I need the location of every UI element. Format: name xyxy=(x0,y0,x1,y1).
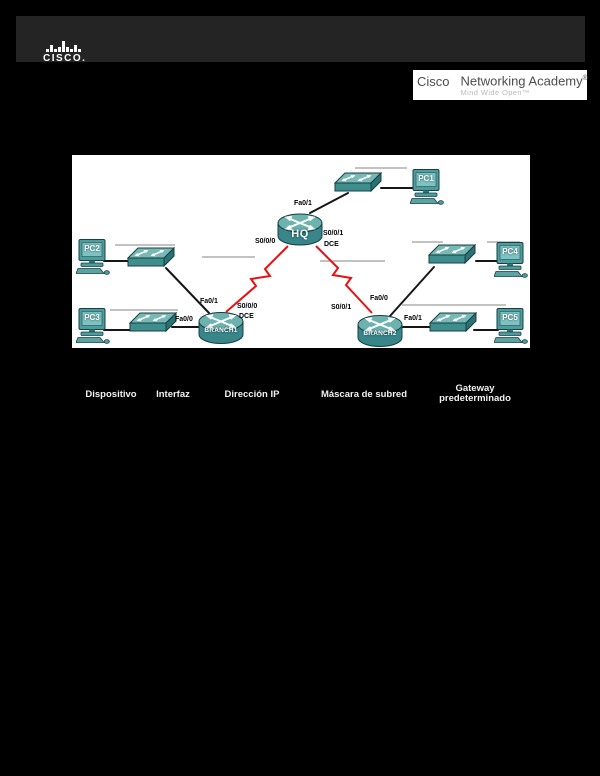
switch-icon xyxy=(428,244,476,270)
label-hq-s001-dce: DCE xyxy=(324,241,339,248)
pc3: PC3 xyxy=(76,308,110,344)
pc2: PC2 xyxy=(76,239,110,275)
switch-icon xyxy=(127,247,175,273)
pc-icon xyxy=(494,242,528,278)
academy-logo-text-block: Networking Academy® Mind Wide Open™ xyxy=(455,72,588,98)
label-branch1-s000: S0/0/0 xyxy=(237,303,258,310)
column-header-interfaz: Interfaz xyxy=(156,389,190,400)
pc-icon xyxy=(76,239,110,275)
pc1: PC1 xyxy=(410,169,444,205)
switch-icon xyxy=(129,312,177,338)
router-hq: HQ xyxy=(277,210,323,246)
switch-pc2 xyxy=(127,247,175,273)
label-branch2-s001: S0/0/1 xyxy=(331,304,352,311)
link-pc4switch-branch2 xyxy=(389,266,435,317)
topology-diagram: HQ BRANCH1 BRANCH2 PC1 xyxy=(72,155,530,348)
switch-icon xyxy=(334,172,382,198)
academy-name-text: Networking Academy® xyxy=(461,72,588,87)
switch-pc3 xyxy=(129,312,177,338)
label-branch2-fa01: Fa0/1 xyxy=(404,315,422,322)
column-header-gateway: Gateway predeterminado xyxy=(439,383,511,404)
pc-icon xyxy=(410,169,444,205)
column-header-mascara: Máscara de subred xyxy=(320,389,408,400)
column-header-dispositivo: Dispositivo xyxy=(85,389,137,400)
label-branch1-fa00: Fa0/0 xyxy=(175,316,193,323)
academy-name-label: Networking Academy xyxy=(460,73,583,89)
link-hq-branch2-serial xyxy=(315,245,373,314)
router-branch2: BRANCH2 xyxy=(357,311,403,348)
registered-mark: ® xyxy=(582,75,588,82)
router-branch1: BRANCH1 xyxy=(198,308,244,345)
router-icon xyxy=(357,311,403,348)
switch-icon xyxy=(429,312,477,338)
link-pc2switch-branch1 xyxy=(165,267,210,314)
pc4: PC4 xyxy=(494,242,528,278)
router-icon xyxy=(198,308,244,345)
link-hq-pc1switch xyxy=(309,192,349,214)
serial-links xyxy=(225,245,373,314)
label-branch1-s000-dce: DCE xyxy=(239,313,254,320)
switch-pc1 xyxy=(334,172,382,198)
cisco-wordmark: CISCO. xyxy=(43,53,87,64)
academy-tagline: Mind Wide Open™ xyxy=(460,88,530,98)
cisco-bridge-bars-icon xyxy=(43,41,103,52)
pc-icon xyxy=(76,308,110,344)
column-header-direccion-ip: Dirección IP xyxy=(224,389,280,400)
label-hq-s000: S0/0/0 xyxy=(255,238,276,245)
link-hq-branch1-serial xyxy=(225,245,289,313)
label-branch2-fa00: Fa0/0 xyxy=(370,295,388,302)
networking-academy-logo: Cisco Networking Academy® Mind Wide Open… xyxy=(413,70,588,100)
switch-pc5 xyxy=(429,312,477,338)
label-hq-s001: S0/0/1 xyxy=(323,230,344,237)
cisco-logo-icon: CISCO. xyxy=(43,41,103,64)
switch-pc4 xyxy=(428,244,476,270)
pc-icon xyxy=(494,308,528,344)
academy-brand-text: Cisco xyxy=(417,74,450,89)
header-bar: CISCO. xyxy=(16,16,585,64)
router-icon xyxy=(277,210,323,246)
pc5: PC5 xyxy=(494,308,528,344)
label-hq-fa01: Fa0/1 xyxy=(294,200,312,207)
label-branch1-fa01: Fa0/1 xyxy=(200,298,218,305)
